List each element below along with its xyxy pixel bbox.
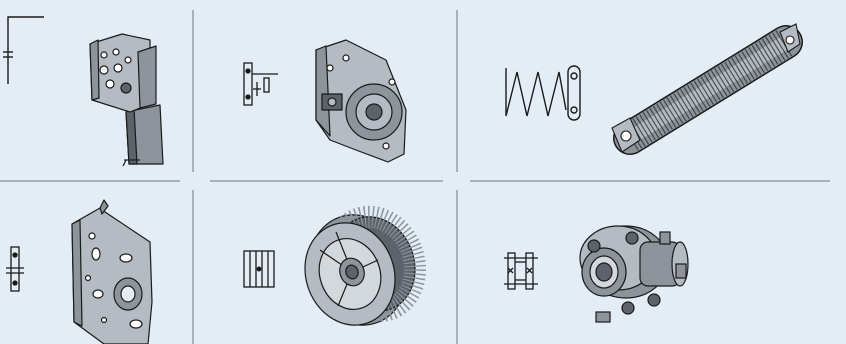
center-plate-icon <box>72 200 152 344</box>
drum-bracket-icon <box>316 40 406 162</box>
spring-symbol <box>506 66 580 120</box>
torsion-spring-icon <box>612 24 800 152</box>
coupling-symbol <box>504 253 538 289</box>
plate-symbol <box>6 247 24 291</box>
drum-symbol <box>244 251 274 287</box>
shaft-coupling <box>504 226 688 322</box>
bracket-symbol <box>3 17 44 84</box>
cable-drum-icon <box>291 201 428 339</box>
cable-drum-bracket <box>244 40 406 162</box>
end-bearing-plate <box>3 17 163 166</box>
drum-bracket-symbol <box>244 63 278 105</box>
shaft-coupling-icon <box>580 226 688 322</box>
torsion-spring <box>506 24 800 152</box>
end-bearing-plate-icon <box>90 34 163 166</box>
center-bearing-plate <box>6 200 152 344</box>
cable-drum <box>244 201 428 339</box>
